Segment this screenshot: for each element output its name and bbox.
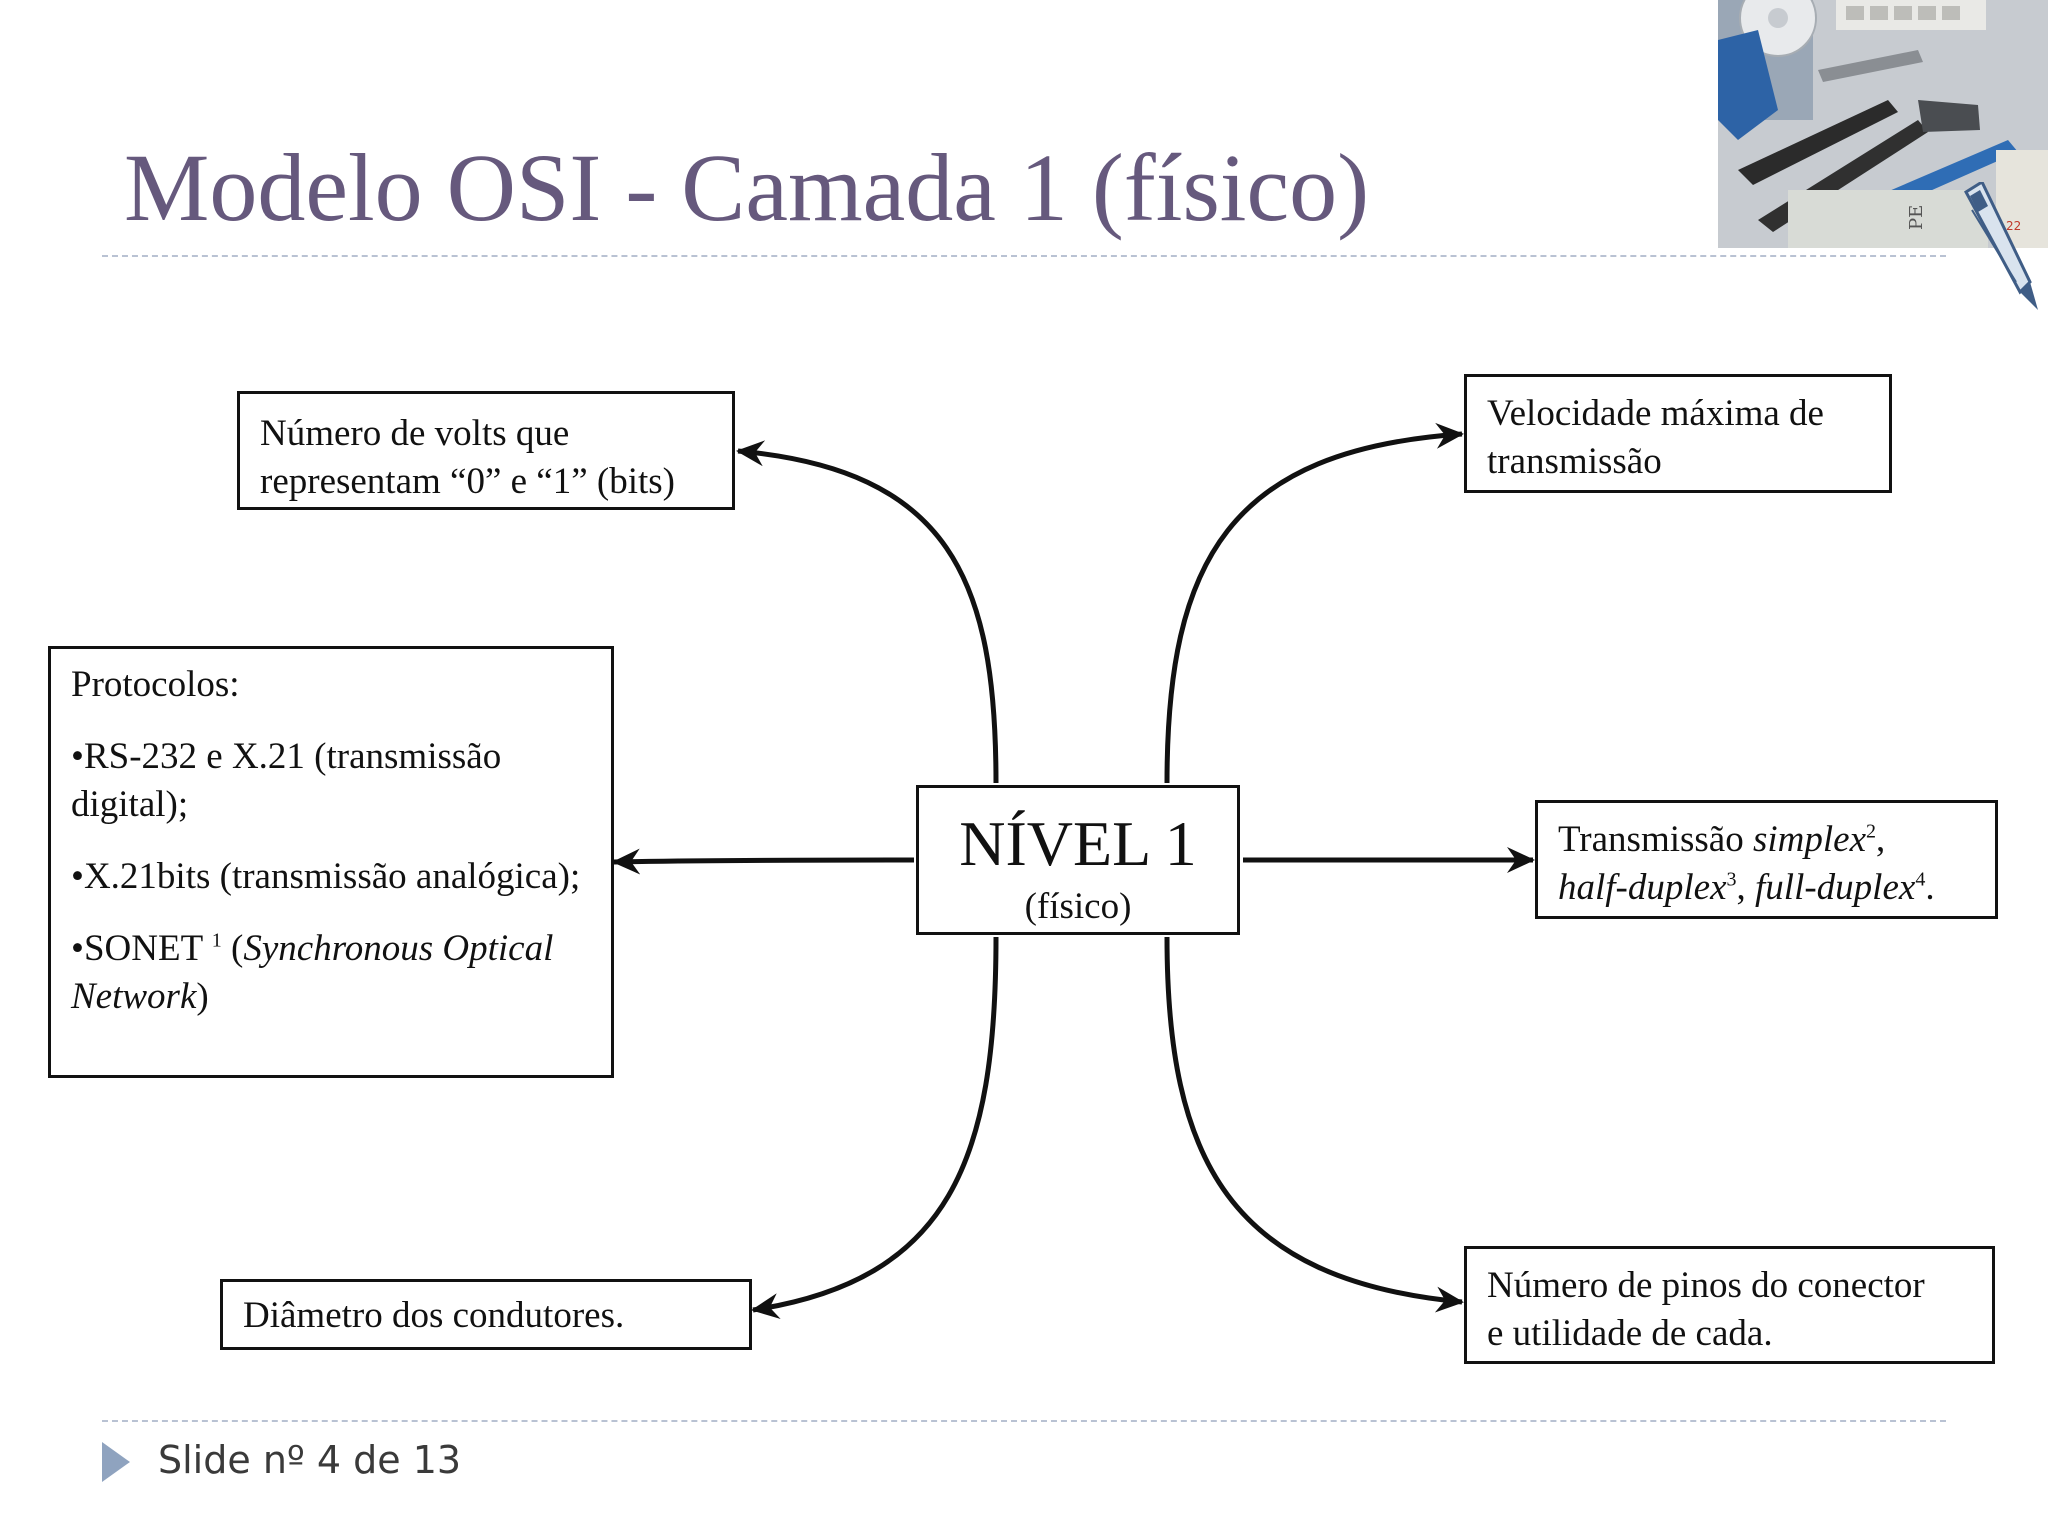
pins-box: Número de pinos do conector e utilidade … xyxy=(1464,1246,1995,1364)
modes-line2: half-duplex3, full-duplex4. xyxy=(1558,864,1995,912)
speed-line1: Velocidade máxima de xyxy=(1487,393,1824,434)
protocol-item-2: •X.21bits (transmissão analógica); xyxy=(71,856,581,897)
diameter-text: Diâmetro dos condutores. xyxy=(243,1295,625,1336)
footnote-3: 3 xyxy=(1726,868,1737,891)
slide-title: Modelo OSI - Camada 1 (físico) xyxy=(124,134,1370,241)
modes-prefix: Transmissão xyxy=(1558,819,1753,860)
footnote-2: 2 xyxy=(1866,820,1877,843)
arrow-to-protocols xyxy=(612,848,915,875)
protocol-item-3: •SONET 1 (Synchronous Optical Network) xyxy=(71,928,554,1017)
modes-comma-2: , xyxy=(1736,867,1756,908)
title-divider xyxy=(102,255,1946,257)
speed-box: Velocidade máxima de transmissão xyxy=(1464,374,1892,493)
modes-comma-1: , xyxy=(1876,819,1886,860)
protocols-box: Protocolos: •RS-232 e X.21 (transmissão … xyxy=(48,646,614,1078)
play-triangle-icon xyxy=(102,1442,130,1482)
modes-box: Transmissão simplex2, half-duplex3, full… xyxy=(1535,800,1998,919)
speed-line2: transmissão xyxy=(1487,441,1662,482)
center-node: NÍVEL 1 (físico) xyxy=(916,785,1240,935)
pins-line1: Número de pinos do conector xyxy=(1487,1265,1925,1306)
mode-simplex: simplex xyxy=(1752,819,1867,860)
pen-icon xyxy=(1964,182,2038,310)
protocol-item-1: •RS-232 e X.21 (transmissão digital); xyxy=(71,736,502,825)
pins-line2: e utilidade de cada. xyxy=(1487,1313,1773,1354)
protocols-heading: Protocolos: xyxy=(71,664,240,705)
protocol-item-3-italic: Synchronous Optical Network xyxy=(71,928,554,1017)
photo-edge-label: PE xyxy=(1906,205,1927,230)
volts-box: Número de volts que representam “0” e “1… xyxy=(237,391,735,510)
arrow-to-pins xyxy=(1164,936,1464,1313)
slide-number: Slide nº 4 de 13 xyxy=(158,1438,462,1482)
arrow-to-diameter xyxy=(751,936,999,1319)
footnote-1: 1 xyxy=(211,929,222,952)
diameter-box: Diâmetro dos condutores. xyxy=(220,1279,752,1350)
mode-half-duplex: half-duplex xyxy=(1558,867,1727,908)
center-title: NÍVEL 1 xyxy=(959,808,1197,879)
arrow-to-speed xyxy=(1164,422,1464,784)
volts-line2: representam “0” e “1” (bits) xyxy=(260,461,676,502)
mode-full-duplex: full-duplex xyxy=(1755,867,1916,908)
photo-corner-label: 22 xyxy=(2006,219,2021,233)
protocol-item-3-suffix: ) xyxy=(196,976,209,1017)
footnote-4: 4 xyxy=(1915,868,1926,891)
modes-line1: Transmissão simplex2, xyxy=(1558,816,1995,864)
volts-line1: Número de volts que xyxy=(260,413,570,454)
arrow-to-volts xyxy=(736,440,999,784)
modes-end: . xyxy=(1925,867,1935,908)
tools-photo: PE 22 xyxy=(1718,0,2048,248)
protocol-item-3-prefix: •SONET xyxy=(71,928,212,969)
footer-divider xyxy=(102,1420,1946,1422)
center-subtitle: (físico) xyxy=(1024,886,1132,927)
